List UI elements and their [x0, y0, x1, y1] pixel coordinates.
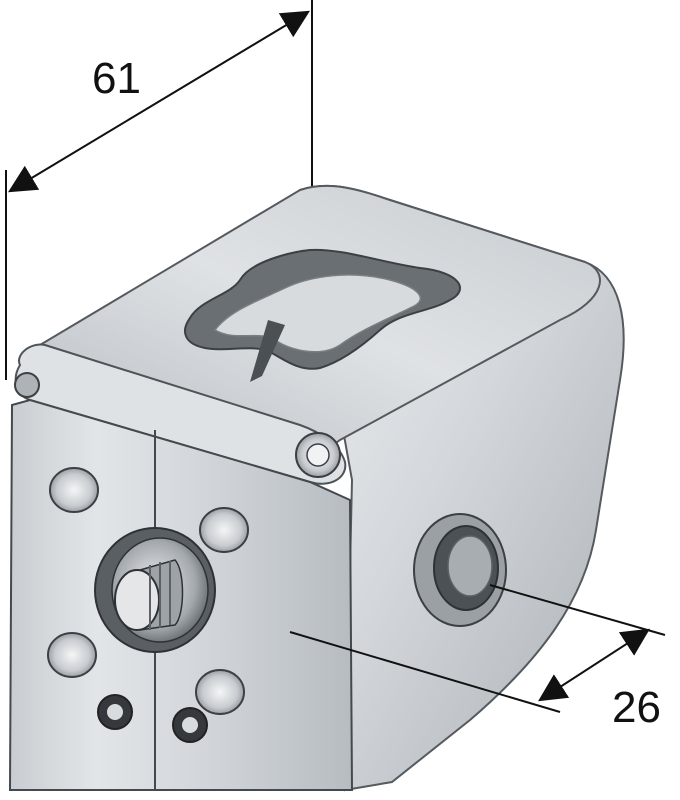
dimension-width: 61 [5, 0, 313, 380]
bolt-hole [199, 507, 249, 553]
small-hole-inner [107, 704, 123, 720]
edge-end-bore [306, 443, 330, 467]
depth-label: 26 [612, 683, 661, 732]
extension-line-lower [289, 631, 561, 713]
extension-line-upper [489, 584, 666, 636]
threaded-stud [94, 527, 216, 653]
dimension-depth: 26 [289, 584, 666, 732]
bolt-hole [195, 669, 245, 715]
slot-shadow [250, 320, 285, 382]
width-label: 61 [92, 54, 141, 103]
front-holes [47, 467, 249, 743]
bolt-hole [47, 632, 97, 678]
stud-end [114, 569, 160, 631]
bolt-hole [49, 467, 99, 513]
stud-threads [149, 561, 171, 630]
dimension-line-width [7, 10, 311, 193]
small-hole-inner [182, 717, 198, 733]
dimension-line-depth [538, 628, 650, 702]
edge-end-left [14, 372, 40, 398]
side-threaded-hole [413, 513, 507, 627]
side-bore-thread [447, 535, 493, 597]
